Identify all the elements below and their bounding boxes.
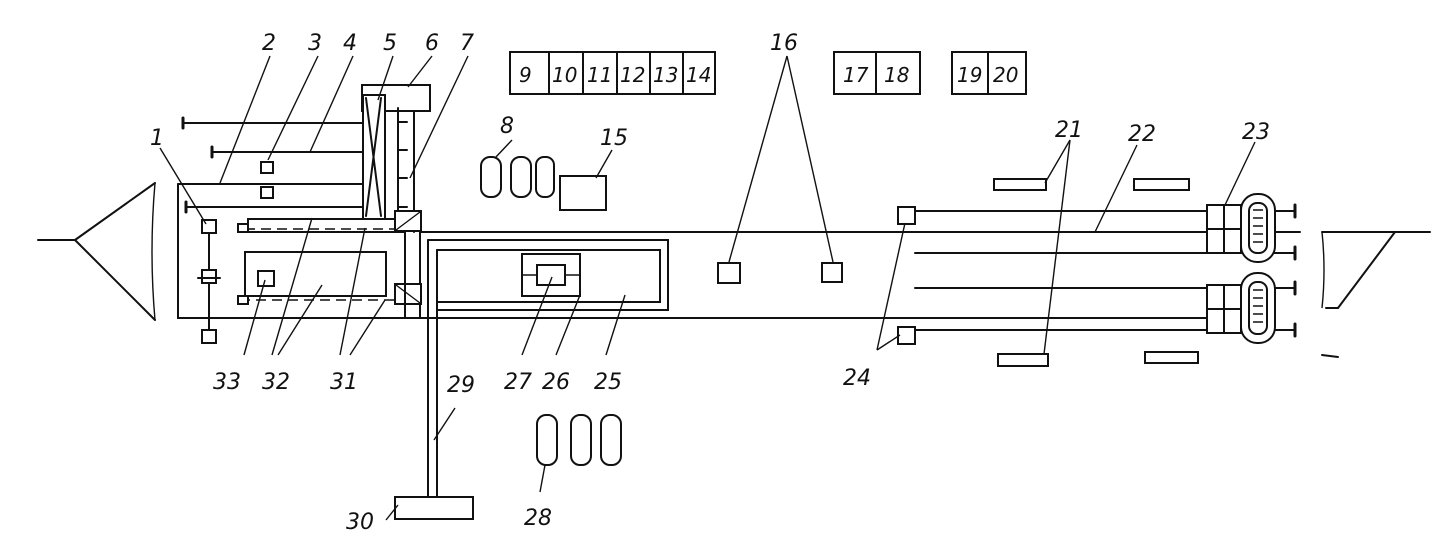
label-6: 6 xyxy=(425,31,439,56)
upper-track xyxy=(237,210,422,233)
lower-left-box xyxy=(237,231,422,319)
label-1: 1 xyxy=(150,126,164,151)
label-23: 23 xyxy=(1242,120,1270,145)
small-square-3 xyxy=(260,161,274,174)
box-15 xyxy=(559,175,607,211)
label-3: 3 xyxy=(308,31,322,56)
label-25: 25 xyxy=(594,370,622,395)
label-16: 16 xyxy=(770,31,798,56)
building-outline xyxy=(177,183,1301,319)
label-4: 4 xyxy=(343,31,357,56)
label-29: 29 xyxy=(447,373,475,398)
panel-cell: 13 xyxy=(653,63,678,87)
vertical-column xyxy=(361,84,431,233)
cylinders-8 xyxy=(480,156,555,198)
label-21: 21 xyxy=(1055,118,1083,143)
label-31: 31 xyxy=(330,370,358,395)
panel-cell: 17 xyxy=(843,63,869,87)
square-16a xyxy=(717,262,741,284)
label-26: 26 xyxy=(542,370,570,395)
callout-labels: 1 2 3 4 5 6 7 8 15 16 21 22 23 24 25 26 … xyxy=(150,31,1270,535)
label-5: 5 xyxy=(383,31,397,56)
panel-cell: 18 xyxy=(884,63,909,87)
panel-cell: 11 xyxy=(587,63,612,87)
label-8: 8 xyxy=(500,114,514,139)
panel-9-14: 9 10 11 12 13 14 xyxy=(509,51,716,95)
label-28: 28 xyxy=(524,506,552,531)
label-33: 33 xyxy=(213,370,241,395)
label-22: 22 xyxy=(1128,122,1156,147)
unit-23-top xyxy=(1206,193,1276,263)
label-24: 24 xyxy=(843,366,871,391)
panel-cell: 19 xyxy=(957,63,982,87)
unit-23-bottom xyxy=(1206,272,1276,344)
small-square-a xyxy=(260,186,274,199)
shaft-29 xyxy=(394,239,669,520)
left-arrow-tip xyxy=(37,182,156,321)
label-15: 15 xyxy=(600,126,628,151)
label-32: 32 xyxy=(262,370,290,395)
left-conveyor-lines xyxy=(177,116,386,214)
label-30: 30 xyxy=(346,510,374,535)
label-27: 27 xyxy=(504,370,532,395)
panel-cell: 10 xyxy=(552,63,577,87)
label-7: 7 xyxy=(460,31,474,56)
panel-cell: 20 xyxy=(993,63,1018,87)
panel-cell: 14 xyxy=(686,63,711,87)
chain-device xyxy=(197,219,221,344)
inner-unit xyxy=(521,253,581,297)
cylinders-28 xyxy=(536,414,622,466)
panel-cell: 9 xyxy=(519,63,532,87)
leader-lines xyxy=(159,55,1256,521)
panel-19-20: 19 20 xyxy=(951,51,1027,95)
right-end xyxy=(1321,231,1431,358)
panel-cell: 12 xyxy=(620,63,645,87)
panel-17-18: 17 18 xyxy=(833,51,921,95)
label-2: 2 xyxy=(262,31,276,56)
square-16b xyxy=(821,262,843,283)
bars-21 xyxy=(993,178,1199,367)
